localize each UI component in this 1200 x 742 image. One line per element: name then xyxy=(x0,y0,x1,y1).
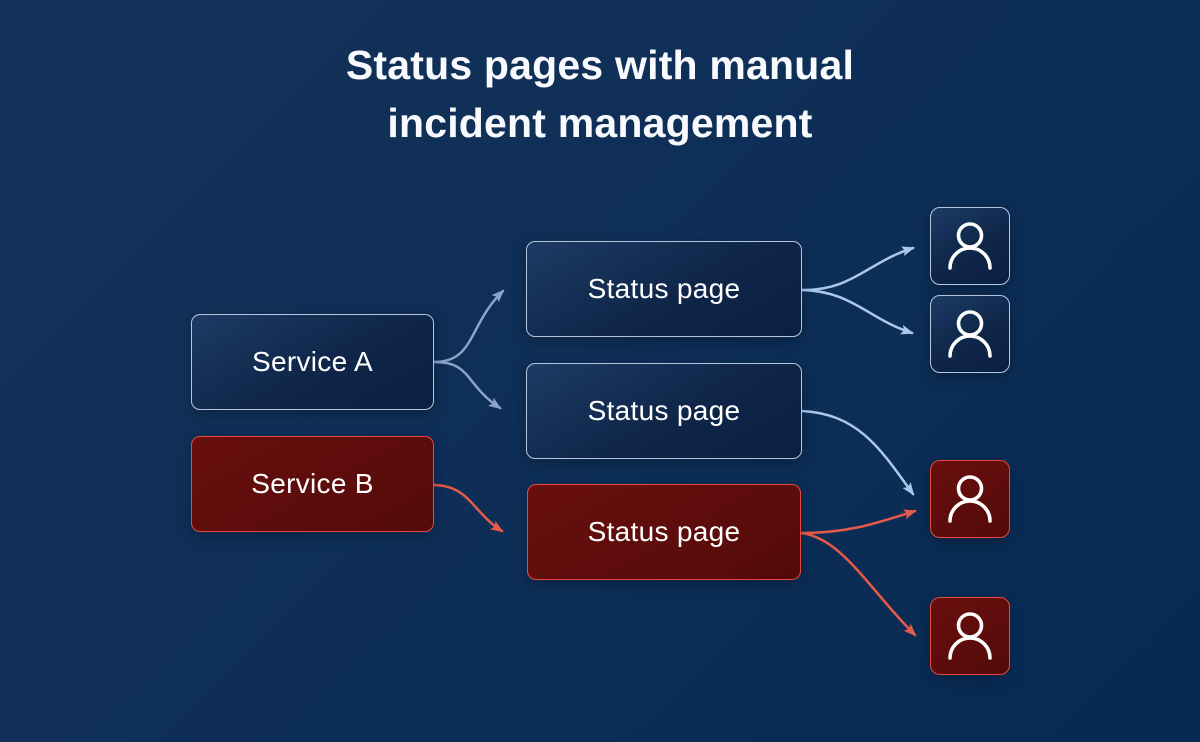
status-page-2-label: Status page xyxy=(587,395,741,426)
page-title: Status pages with manual incident managem… xyxy=(0,36,1200,152)
status-page-3-label: Status page xyxy=(587,516,741,547)
arrow-service-a-to-status-page-2 xyxy=(432,360,502,410)
arrow-status-page-3-to-subscriber-4 xyxy=(799,531,917,637)
service-b-box: Service B xyxy=(191,436,434,532)
page-title-line-2: incident management xyxy=(387,100,813,147)
subscriber-box-1 xyxy=(930,207,1010,285)
user-icon xyxy=(947,475,993,523)
arrow-status-page-1-to-subscriber-1 xyxy=(800,246,915,292)
status-page-1-label: Status page xyxy=(587,273,741,304)
arrow-service-a-to-status-page-1 xyxy=(432,289,505,364)
service-b-label: Service B xyxy=(251,468,374,499)
arrow-service-b-to-status-page-3 xyxy=(432,483,504,533)
user-icon xyxy=(947,612,993,660)
subscriber-box-4 xyxy=(930,597,1010,675)
status-page-box-2: Status page xyxy=(526,363,802,459)
user-icon xyxy=(947,310,993,358)
arrow-status-page-2-to-subscriber-3 xyxy=(800,409,915,496)
status-page-box-3: Status page xyxy=(527,484,801,580)
subscriber-box-3 xyxy=(930,460,1010,538)
subscriber-box-2 xyxy=(930,295,1010,373)
service-a-label: Service A xyxy=(252,346,373,377)
page-title-line-1: Status pages with manual xyxy=(345,42,855,88)
status-page-box-1: Status page xyxy=(526,241,802,337)
service-a-box: Service A xyxy=(191,314,434,410)
arrow-status-page-1-to-subscriber-2 xyxy=(800,288,914,335)
user-icon xyxy=(947,222,993,270)
arrow-status-page-3-to-subscriber-3 xyxy=(799,509,917,535)
